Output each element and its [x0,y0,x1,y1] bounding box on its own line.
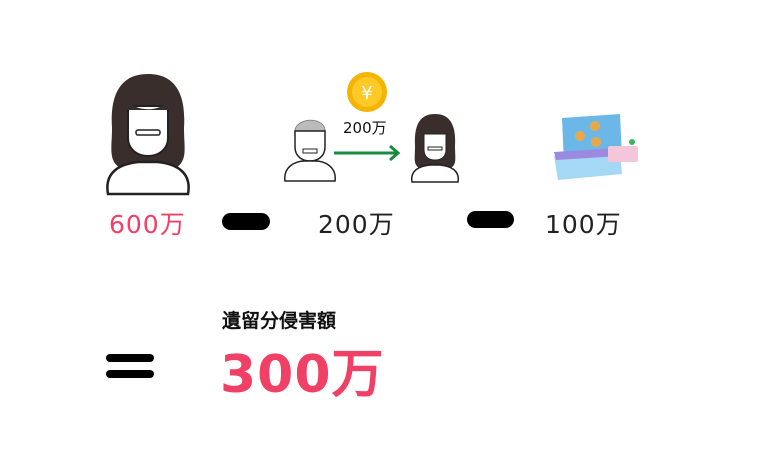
yen-coin-icon: ¥ [347,72,387,112]
parent-man-icon [284,119,336,182]
minus-sign [222,213,270,230]
estate-value: 600万 [109,210,186,239]
result-label: 遺留分侵害額 [222,310,337,332]
result-value: 300万 [220,345,385,405]
heir-woman-small-icon [411,114,459,183]
debt-value: 100万 [545,210,622,239]
minus-sign [467,211,514,228]
equals-sign-bottom [106,370,154,378]
heir-woman-icon [106,74,190,196]
svg-text:¥: ¥ [361,83,372,104]
gift-value: 200万 [318,210,395,239]
wallet-debt-icon [554,114,638,180]
gift-label: 200万 [343,119,387,137]
equals-sign-top [106,354,154,362]
arrow-right-icon [334,144,401,162]
